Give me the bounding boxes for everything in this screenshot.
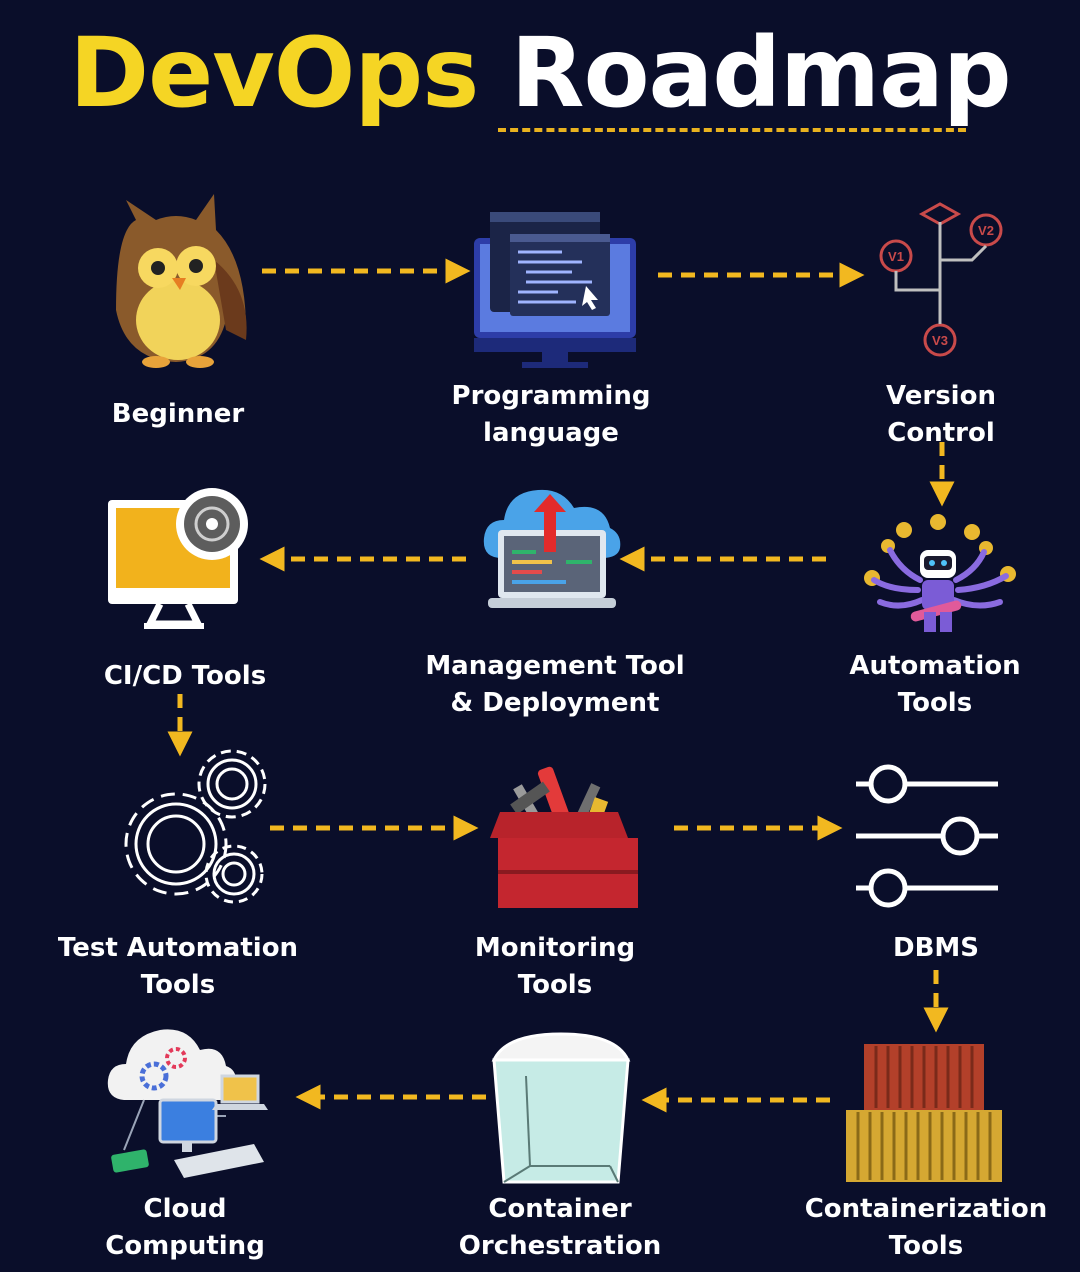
svg-text:V1: V1	[888, 249, 904, 264]
toolbox-icon	[490, 766, 638, 908]
glass-container-icon	[491, 1032, 631, 1184]
code-monitor-icon	[474, 212, 636, 368]
page-title: DevOps Roadmap	[0, 18, 1080, 128]
step-cicd: CI/CD Tools	[103, 661, 267, 691]
title-devops: DevOps	[69, 17, 479, 129]
step-beginner: Beginner	[111, 399, 245, 429]
gears-icon	[124, 749, 267, 904]
title-roadmap: Roadmap	[510, 17, 1012, 129]
step-automation: Automation Tools	[849, 651, 1021, 718]
step-orchestration: Container Orchestration	[458, 1194, 662, 1261]
step-version-control: Version Control	[886, 381, 996, 448]
title-underline	[498, 128, 966, 132]
shipping-containers-icon	[846, 1044, 1002, 1182]
step-test-automation: Test Automation Tools	[57, 933, 299, 1000]
step-management: Management Tool & Deployment	[425, 651, 685, 718]
monitor-disc-icon	[108, 488, 248, 629]
robot-juggler-icon	[864, 514, 1016, 632]
step-containerization: Containerization Tools	[804, 1194, 1048, 1261]
step-cloud: Cloud Computing	[105, 1194, 265, 1261]
step-programming: Programming language	[451, 381, 651, 448]
svg-text:V2: V2	[978, 223, 994, 238]
svg-text:V3: V3	[932, 333, 948, 348]
version-branch-icon: V2 V1 V3	[879, 202, 1003, 357]
step-monitoring: Monitoring Tools	[474, 933, 636, 1000]
cloud-laptop-icon	[483, 489, 621, 608]
step-dbms: DBMS	[893, 933, 979, 963]
cloud-network-icon	[107, 1029, 268, 1178]
owl-icon	[116, 194, 247, 368]
sliders-icon	[856, 764, 998, 908]
